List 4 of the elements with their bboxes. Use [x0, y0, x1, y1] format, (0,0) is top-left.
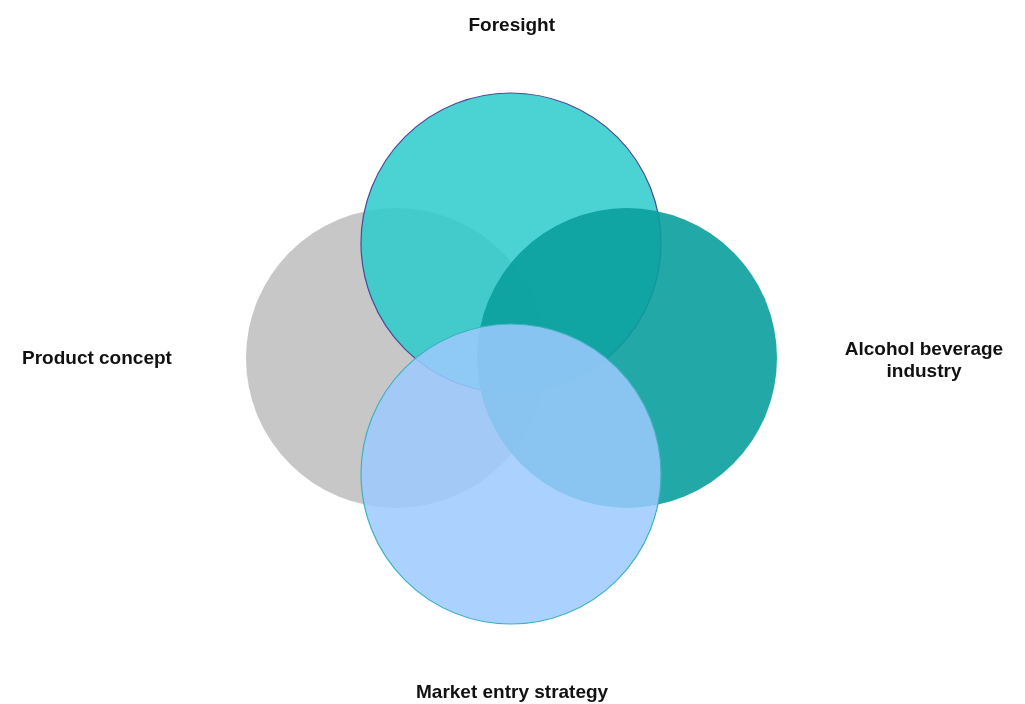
circle-label: Product concept — [22, 347, 172, 369]
circle-label: Alcohol beverage industry — [843, 338, 1005, 382]
circle-label: Market entry strategy — [416, 681, 609, 703]
circle-label: Foresight — [468, 14, 556, 36]
